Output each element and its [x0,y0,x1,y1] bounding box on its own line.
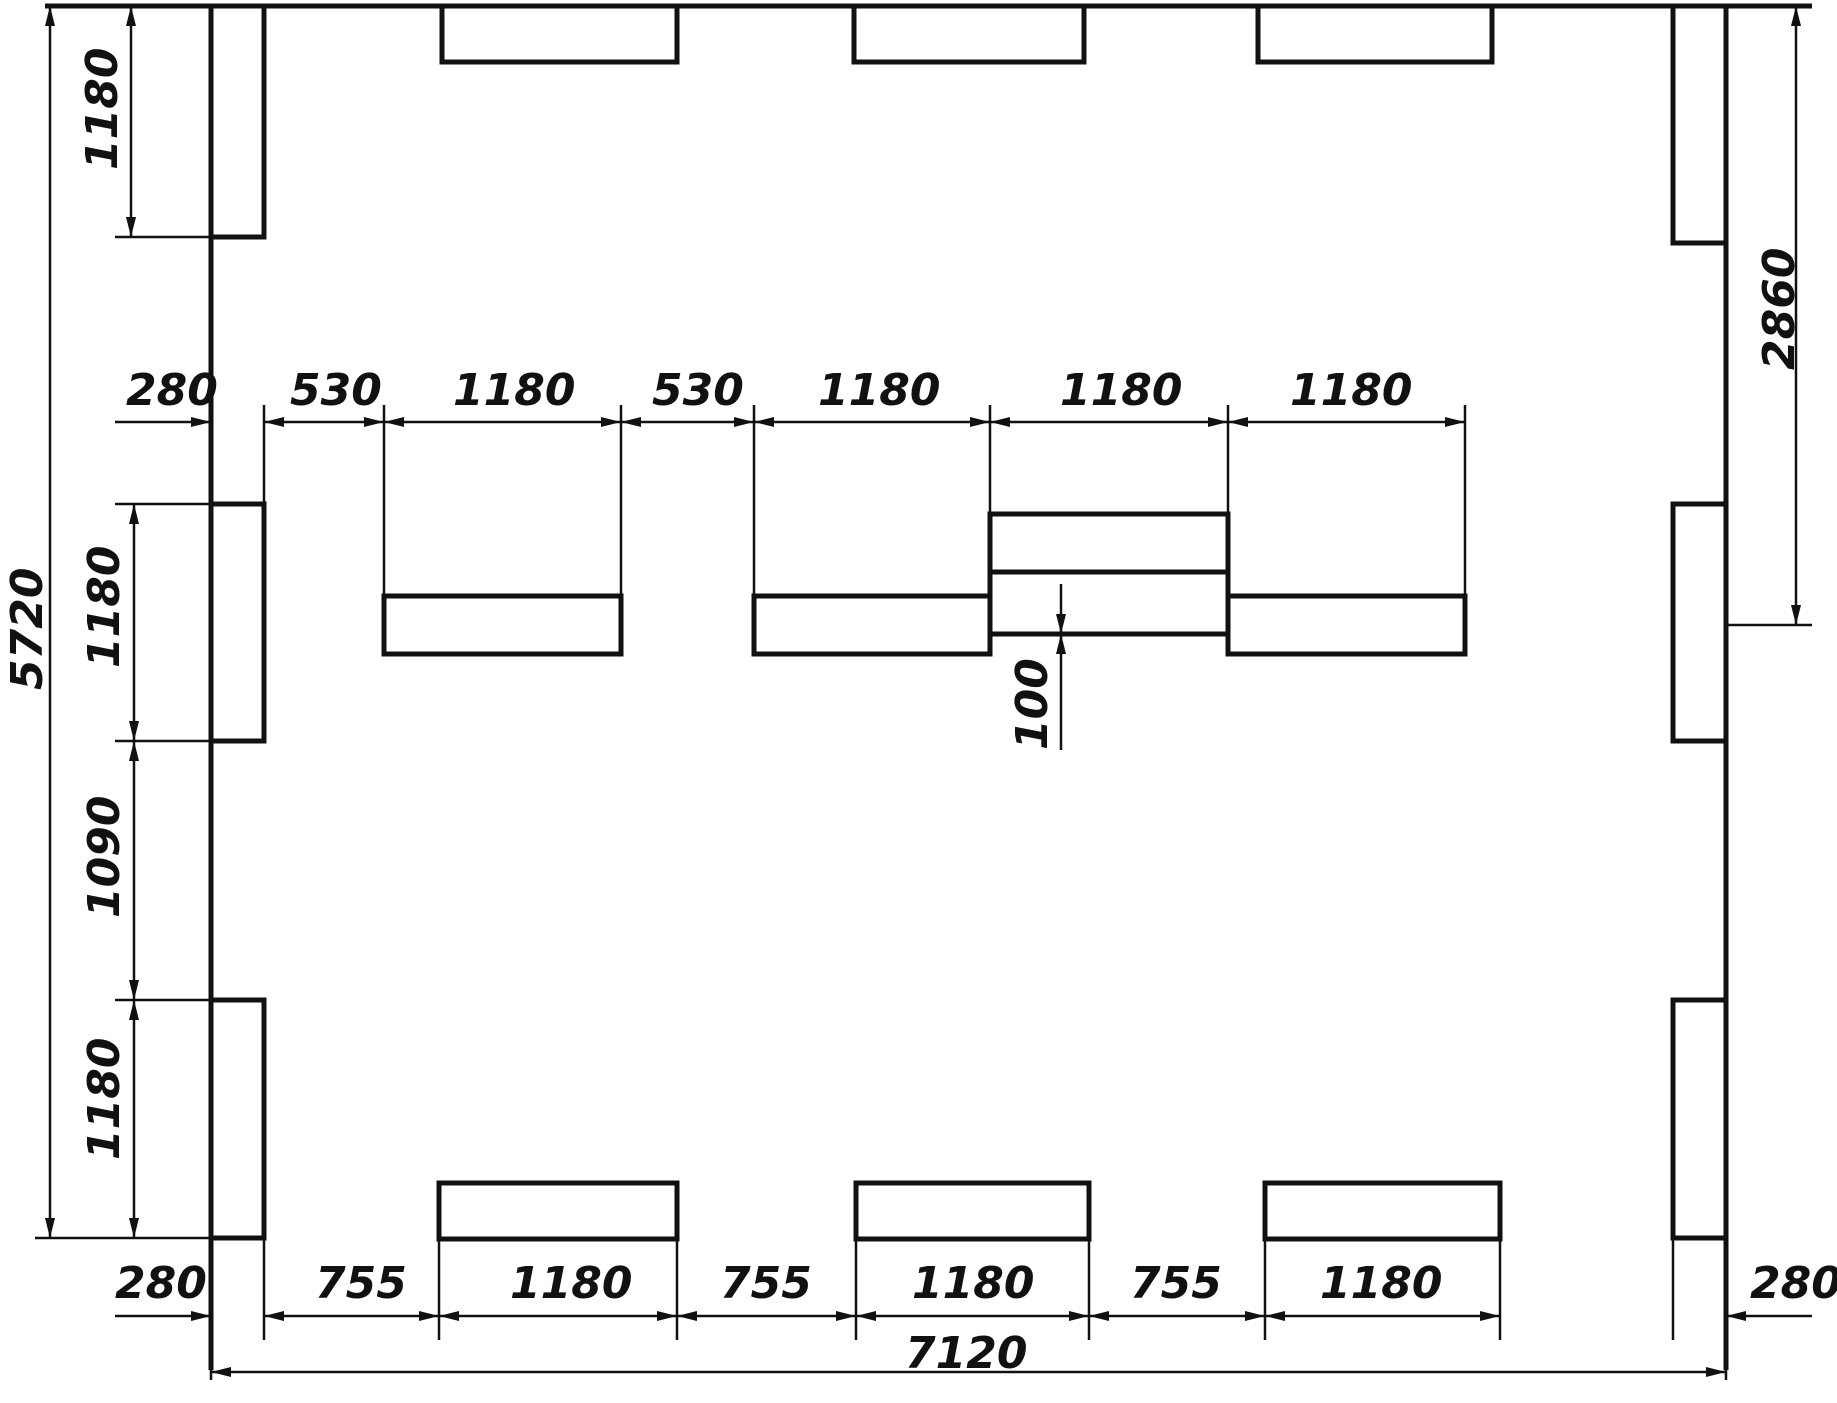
label-bottom-755a: 755 [315,1258,407,1309]
label-step-100: 100 [1007,658,1058,750]
middle-bench-1 [381,593,624,657]
room-outline [45,3,1812,1370]
label-bottom-1180b: 1180 [912,1258,1034,1309]
left-wall-windows [208,3,267,1241]
left-window-lower [208,997,267,1241]
label-bottom-280-left: 280 [115,1258,207,1309]
bottom-desks [436,1180,1503,1242]
label-left-1180-upper: 1180 [77,48,128,170]
label-right-2860: 2860 [1754,248,1805,370]
label-bottom-280-right: 280 [1750,1258,1837,1309]
right-window-upper [1670,3,1729,246]
label-top-530a: 530 [290,365,382,416]
left-window-middle [208,501,267,744]
label-top-1180b: 1180 [818,365,940,416]
left-window-upper [208,3,267,240]
right-wall-windows [1670,3,1729,1241]
middle-benches [381,511,1468,657]
label-top-280: 280 [126,365,218,416]
middle-bench-3-back [987,569,1231,637]
label-top-530b: 530 [652,365,744,416]
right-window-middle [1670,501,1729,744]
top-desk-3 [1255,3,1495,65]
label-top-1180c: 1180 [1060,365,1182,416]
label-top-1180d: 1180 [1290,365,1412,416]
bottom-desk-3 [1262,1180,1503,1242]
label-bottom-755b: 755 [720,1258,812,1309]
label-top-1180a: 1180 [453,365,575,416]
middle-bench-2 [751,593,993,657]
right-window-lower [1670,997,1729,1241]
dimension-labels: 280 530 1180 530 1180 1180 1180 1180 118… [2,48,1837,1379]
label-bottom-755c: 755 [1130,1258,1222,1309]
label-total-height: 5720 [2,568,53,690]
label-bottom-1180a: 1180 [510,1258,632,1309]
middle-bench-4 [1225,593,1468,657]
label-left-1090: 1090 [79,796,130,918]
top-desk-2 [851,3,1087,65]
middle-bench-3-front [987,511,1231,575]
top-desk-1 [439,3,680,65]
label-left-1180-lower: 1180 [79,1038,130,1160]
label-total-width: 7120 [905,1328,1027,1379]
bottom-desk-2 [853,1180,1092,1242]
dimension-lines [45,6,1812,1377]
bottom-desk-1 [436,1180,680,1242]
top-desks [439,3,1495,65]
label-bottom-1180c: 1180 [1320,1258,1442,1309]
label-left-1180-middle: 1180 [79,546,130,668]
